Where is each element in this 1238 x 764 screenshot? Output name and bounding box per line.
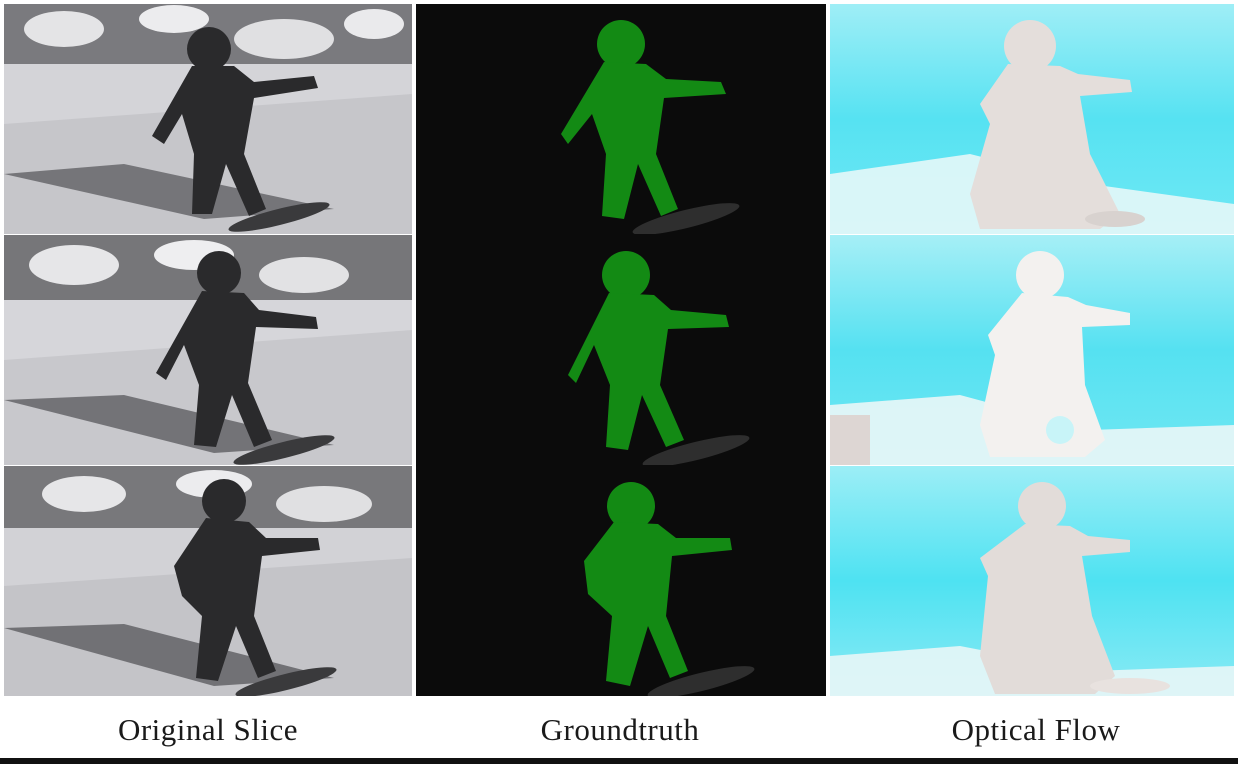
bottom-border <box>0 758 1238 764</box>
groundtruth-column <box>416 4 826 696</box>
groundtruth-mask-3 <box>416 466 826 696</box>
original-frame-1-image <box>4 4 412 234</box>
groundtruth-mask-2 <box>416 235 826 465</box>
optical-flow-frame-1 <box>830 4 1234 234</box>
groundtruth-caption: Groundtruth <box>540 712 700 747</box>
original-slice-column <box>4 4 412 696</box>
optical-flow-frame-3-image <box>830 466 1234 696</box>
original-frame-2-image <box>4 235 412 465</box>
optical-flow-frame-1-image <box>830 4 1234 234</box>
optical-flow-frame-2-image <box>830 235 1234 465</box>
optical-flow-column <box>830 4 1234 696</box>
original-frame-3 <box>4 466 412 696</box>
groundtruth-mask-1-image <box>416 4 826 234</box>
original-frame-1 <box>4 4 412 234</box>
groundtruth-mask-1 <box>416 4 826 234</box>
optical-flow-frame-2 <box>830 235 1234 465</box>
groundtruth-mask-3-image <box>416 466 826 696</box>
optical-flow-caption: Optical Flow <box>951 712 1121 747</box>
groundtruth-mask-2-image <box>416 235 826 465</box>
original-slice-caption: Original Slice <box>117 712 299 747</box>
original-frame-2 <box>4 235 412 465</box>
optical-flow-frame-3 <box>830 466 1234 696</box>
original-frame-3-image <box>4 466 412 696</box>
